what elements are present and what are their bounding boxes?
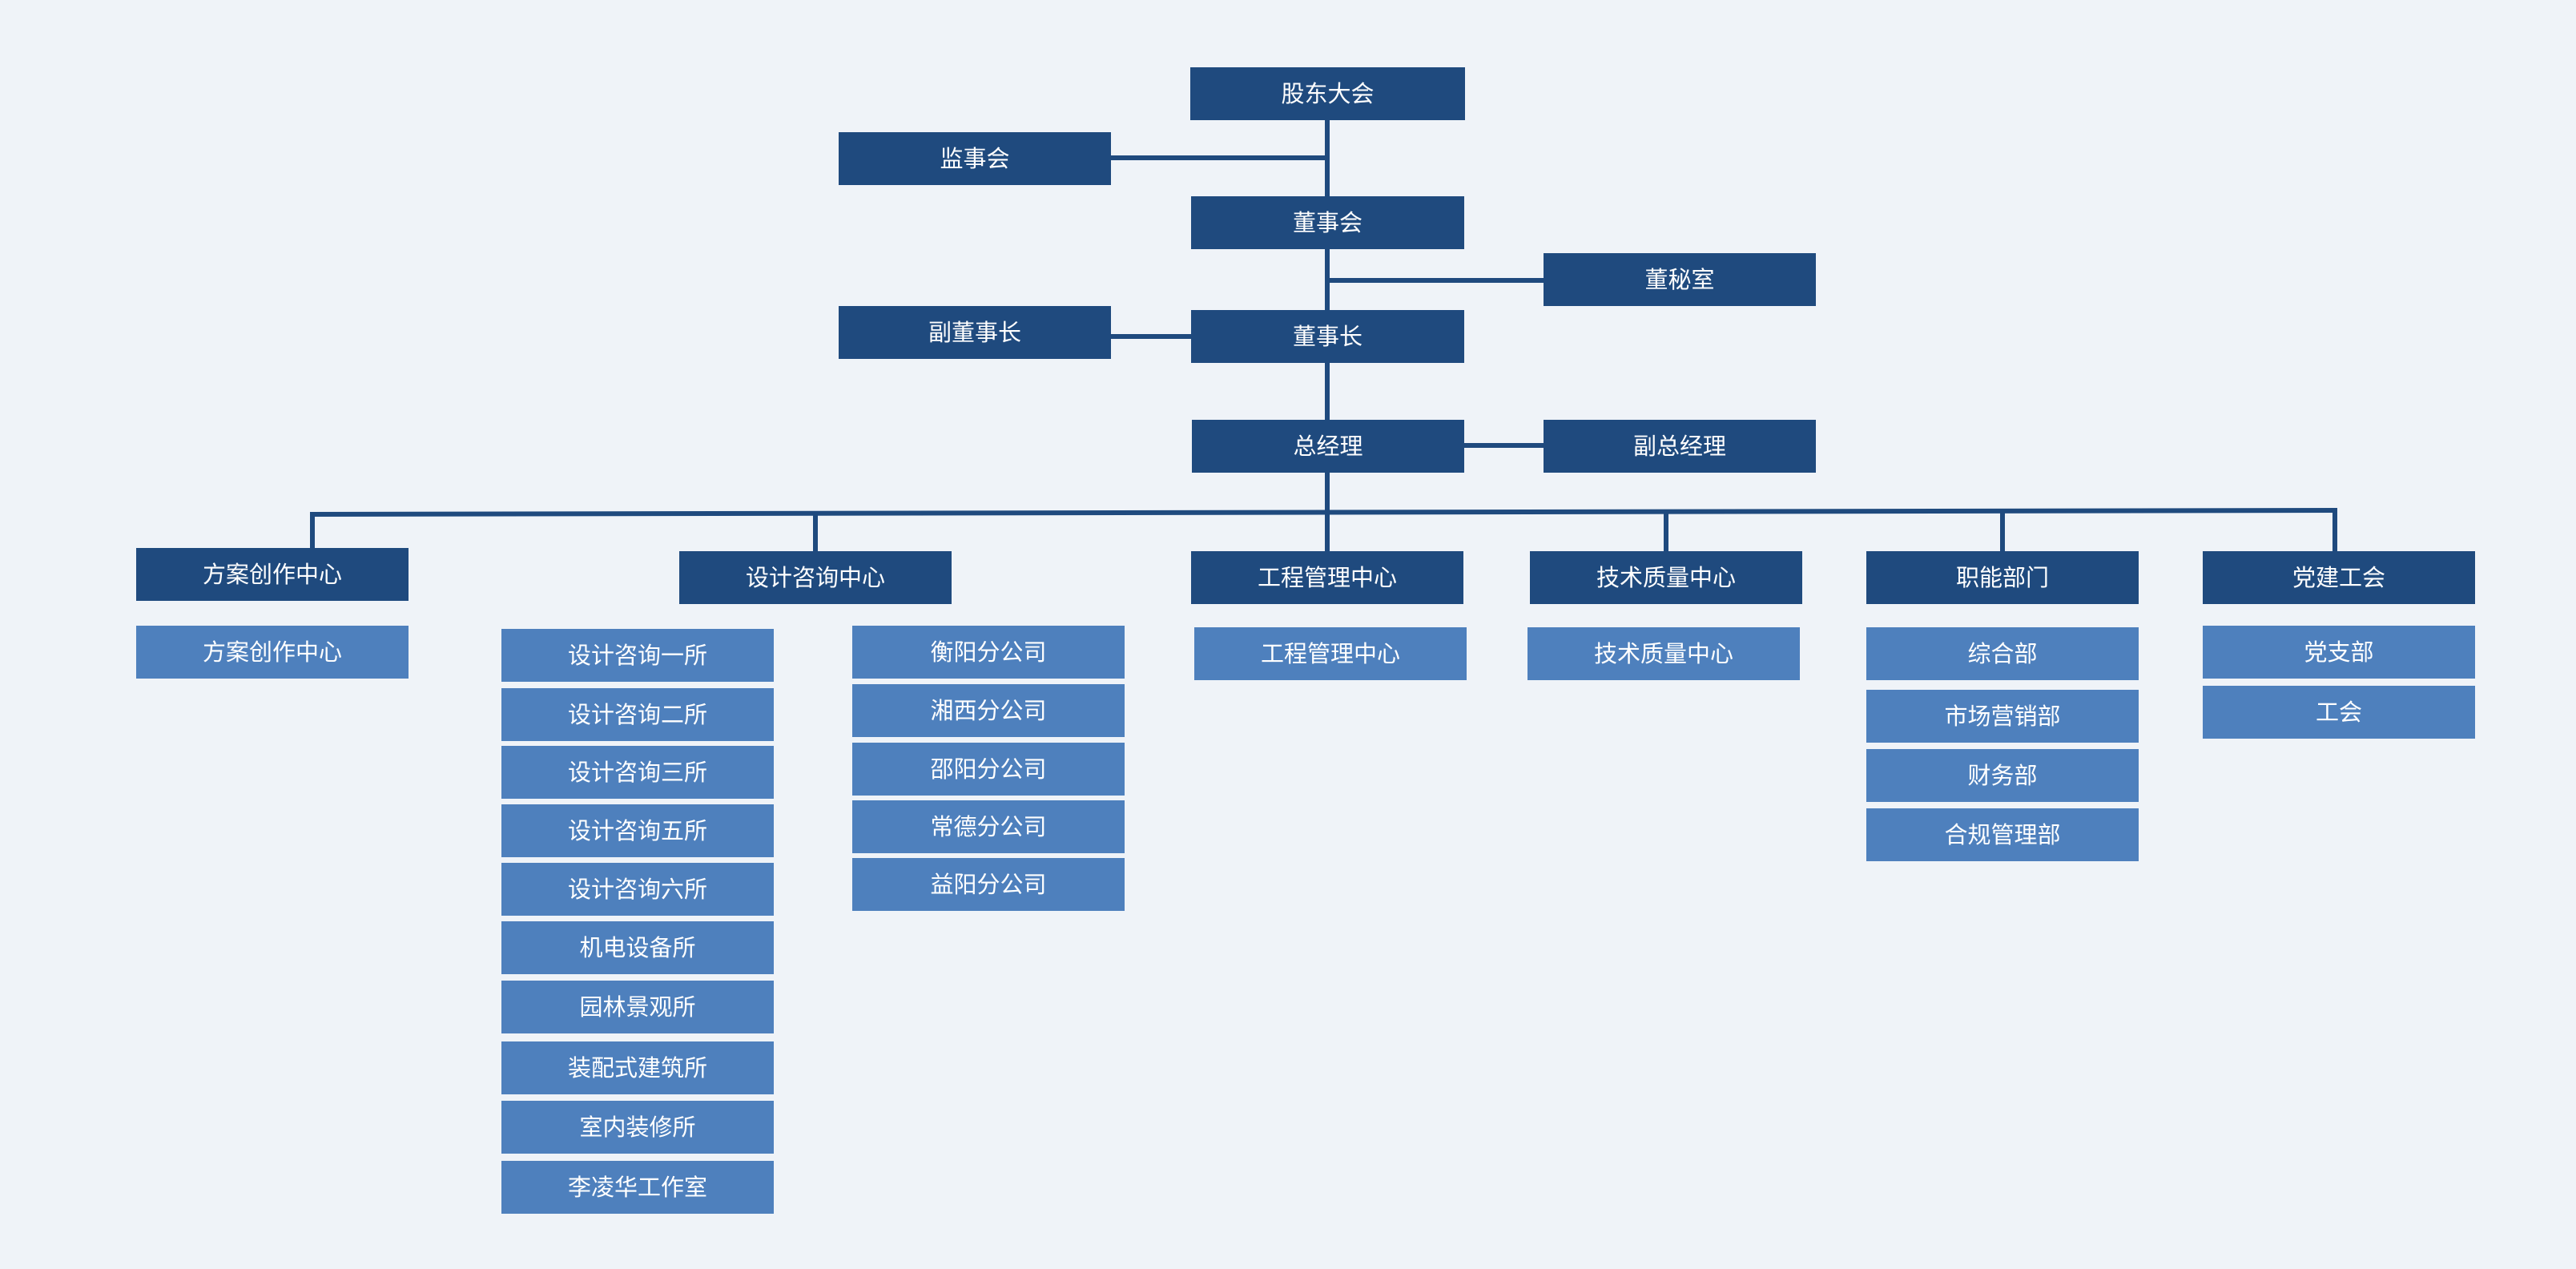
unit-box: 机电设备所 [501, 921, 774, 974]
chairman-box: 董事长 [1191, 310, 1464, 363]
unit-box: 园林景观所 [501, 981, 774, 1033]
connector-division-bus [309, 507, 2338, 518]
division-box-5: 职能部门 [1866, 551, 2139, 604]
unit-box: 党支部 [2203, 626, 2475, 679]
shareholders-meeting-box: 股东大会 [1190, 67, 1465, 120]
unit-box: 室内装修所 [501, 1101, 774, 1154]
unit-box: 方案创作中心 [136, 626, 409, 679]
unit-box: 工程管理中心 [1194, 627, 1467, 680]
deputy-general-manager-box: 副总经理 [1544, 420, 1816, 473]
board-of-directors-box: 董事会 [1191, 196, 1464, 249]
unit-box: 工会 [2203, 686, 2475, 739]
division-box-1: 方案创作中心 [136, 548, 409, 601]
unit-box: 装配式建筑所 [501, 1041, 774, 1094]
unit-box: 市场营销部 [1866, 690, 2139, 743]
division-box-2: 设计咨询中心 [679, 551, 952, 604]
unit-box: 技术质量中心 [1527, 627, 1800, 680]
unit-box: 李凌华工作室 [501, 1161, 774, 1214]
unit-box: 设计咨询一所 [501, 629, 774, 682]
division-box-3: 工程管理中心 [1191, 551, 1463, 604]
unit-box: 设计咨询三所 [501, 746, 774, 799]
branch-box: 湘西分公司 [852, 684, 1125, 737]
branch-box: 益阳分公司 [852, 858, 1125, 911]
branch-box: 衡阳分公司 [852, 626, 1125, 679]
division-box-6: 党建工会 [2203, 551, 2475, 604]
unit-box: 设计咨询六所 [501, 863, 774, 916]
division-box-4: 技术质量中心 [1530, 551, 1802, 604]
supervisory-board-box: 监事会 [839, 132, 1111, 185]
vice-chairman-box: 副董事长 [839, 306, 1111, 359]
board-secretary-office-box: 董秘室 [1544, 253, 1816, 306]
general-manager-box: 总经理 [1192, 420, 1464, 473]
unit-box: 财务部 [1866, 749, 2139, 802]
branch-box: 常德分公司 [852, 800, 1125, 853]
unit-box: 设计咨询五所 [501, 804, 774, 857]
unit-box: 综合部 [1866, 627, 2139, 680]
branch-box: 邵阳分公司 [852, 743, 1125, 796]
unit-box: 合规管理部 [1866, 808, 2139, 861]
unit-box: 设计咨询二所 [501, 688, 774, 741]
